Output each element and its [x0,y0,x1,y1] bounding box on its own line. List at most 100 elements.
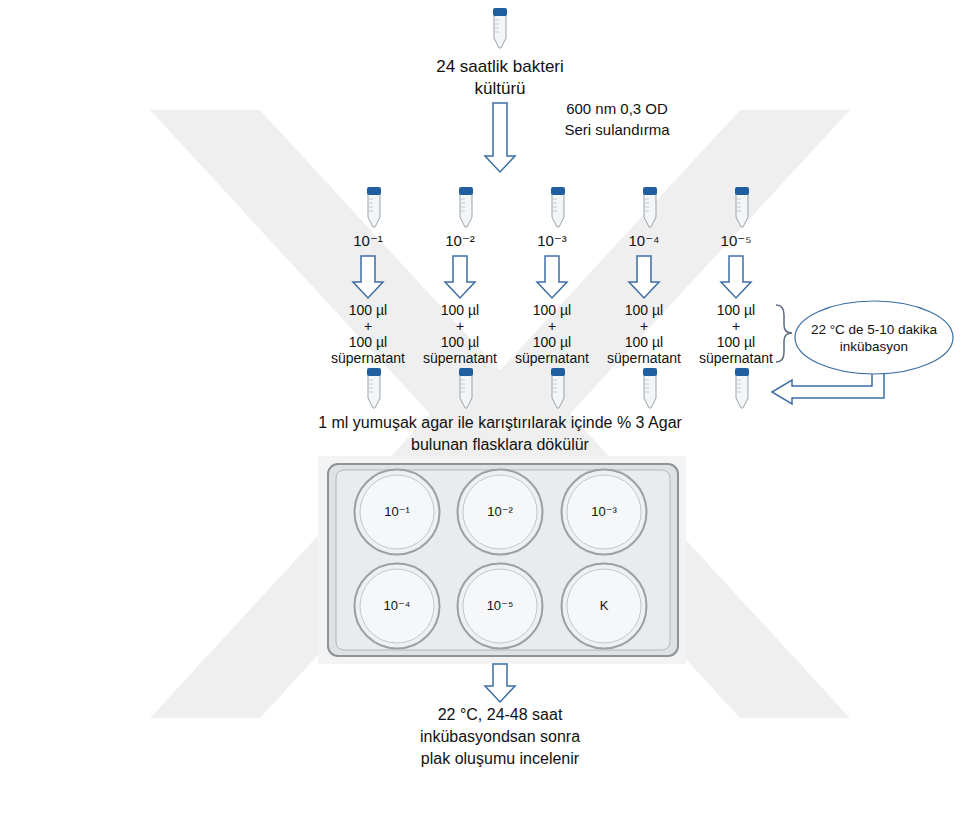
tube-mark [461,211,465,212]
tube-body [494,15,506,48]
tube-icon [367,187,381,227]
flow-arrow [353,256,383,298]
tube-mark [645,380,649,381]
tube-cap [459,187,473,195]
flow-arrow [485,664,515,702]
well-label: 10⁻⁴ [384,598,411,614]
tube-mark [369,203,373,204]
tube-cap [551,187,565,195]
tube-icon [643,368,657,408]
tube-mark [737,211,741,212]
tube-mark [553,203,557,204]
tube-cap [643,187,657,195]
well-shape [562,470,647,555]
tube-mark [369,380,373,381]
tube-cap [735,187,749,195]
tube-icon [643,187,657,227]
well-shape [562,564,647,649]
tube-mark [553,207,557,208]
well-label: 10⁻⁵ [487,598,514,614]
tube-mark [369,211,373,212]
tube-mark [645,199,649,200]
plate-well: 10⁻⁴ [353,562,441,650]
plate-well: 10⁻² [456,468,544,556]
tube-mark [553,380,557,381]
dilution-label: 10⁻¹ [353,232,383,250]
well-plate-photo [318,456,686,664]
mix-volume-text: 100 µl + 100 µl süpernatant [699,302,773,366]
tube-mark [737,392,741,393]
dilution-label: 10⁻² [445,232,475,250]
tube-mark [645,203,649,204]
well-inner [360,475,434,549]
dilution-label: 10⁻⁵ [721,232,752,250]
tube-mark [369,388,373,389]
pour-step-text: 1 ml yumuşak agar ile karıştırılarak içi… [318,412,682,456]
plate-well: 10⁻⁵ [456,562,544,650]
well-inner [360,569,434,643]
tube-mark [737,207,741,208]
dilution-label: 10⁻³ [537,232,567,250]
tube-mark [553,388,557,389]
tube-body [552,375,564,408]
result-step-text: 22 °C, 24-48 saat inkübasyondsan sonra p… [420,704,580,770]
tube-mark [553,392,557,393]
plate-well: 10⁻¹ [353,468,441,556]
tube-mark [461,203,465,204]
tube-body [460,375,472,408]
tube-body [736,194,748,227]
tube-body [368,375,380,408]
tube-cap [367,187,381,195]
tube-mark [553,199,557,200]
mix-volume-text: 100 µl + 100 µl süpernatant [607,302,681,366]
plate-well: K [560,562,648,650]
tube-mark [737,388,741,389]
tube-cap [551,368,565,376]
tube-icon [551,368,565,408]
tube-body [736,375,748,408]
well-shape [355,470,440,555]
tube-mark [461,207,465,208]
tube-body [368,194,380,227]
tube-cap [493,8,507,16]
tube-mark [737,199,741,200]
tube-mark [369,199,373,200]
tube-icon [459,187,473,227]
tube-mark [645,392,649,393]
tube-mark [553,211,557,212]
well-inner [567,475,641,549]
watermark [150,110,850,718]
tube-mark [461,388,465,389]
tube-mark [645,207,649,208]
well-inner [463,475,537,549]
tube-body [552,194,564,227]
tube-cap [735,368,749,376]
dilution-label: 10⁻⁴ [628,232,659,250]
tube-mark [461,380,465,381]
plate-body [328,464,678,656]
well-shape [458,470,543,555]
tube-mark [369,384,373,385]
incubation-text: 22 °C de 5-10 dakika inkübasyon [811,321,937,355]
mix-volume-text: 100 µl + 100 µl süpernatant [515,302,589,366]
mix-volume-text: 100 µl + 100 µl süpernatant [423,302,497,366]
well-label: K [600,598,609,614]
well-label: 10⁻¹ [384,504,410,520]
flow-arrow [537,256,567,298]
plate-lid [336,470,670,650]
tube-body [644,194,656,227]
tube-mark [495,24,499,25]
tube-mark [737,203,741,204]
tube-mark [495,20,499,21]
tube-mark [495,32,499,33]
tube-icon [493,8,507,48]
culture-text: 24 saatlik bakteri kültürü [436,56,564,100]
flow-arrow [629,256,659,298]
well-shape [458,564,543,649]
tube-icon [367,368,381,408]
tube-cap [367,368,381,376]
flow-arrow [485,103,515,172]
tube-mark [461,392,465,393]
tube-cap [643,368,657,376]
well-label: 10⁻² [487,504,513,520]
